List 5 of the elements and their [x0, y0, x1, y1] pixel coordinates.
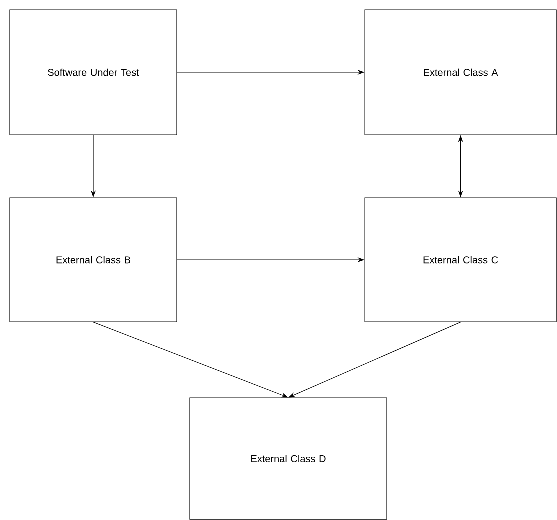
class-box: External Class B — [10, 198, 178, 322]
class-box: Software Under Test — [10, 10, 178, 136]
class-box: External Class A — [364, 10, 557, 136]
class-box: External Class C — [364, 198, 557, 322]
class-box: External Class D — [190, 398, 388, 520]
